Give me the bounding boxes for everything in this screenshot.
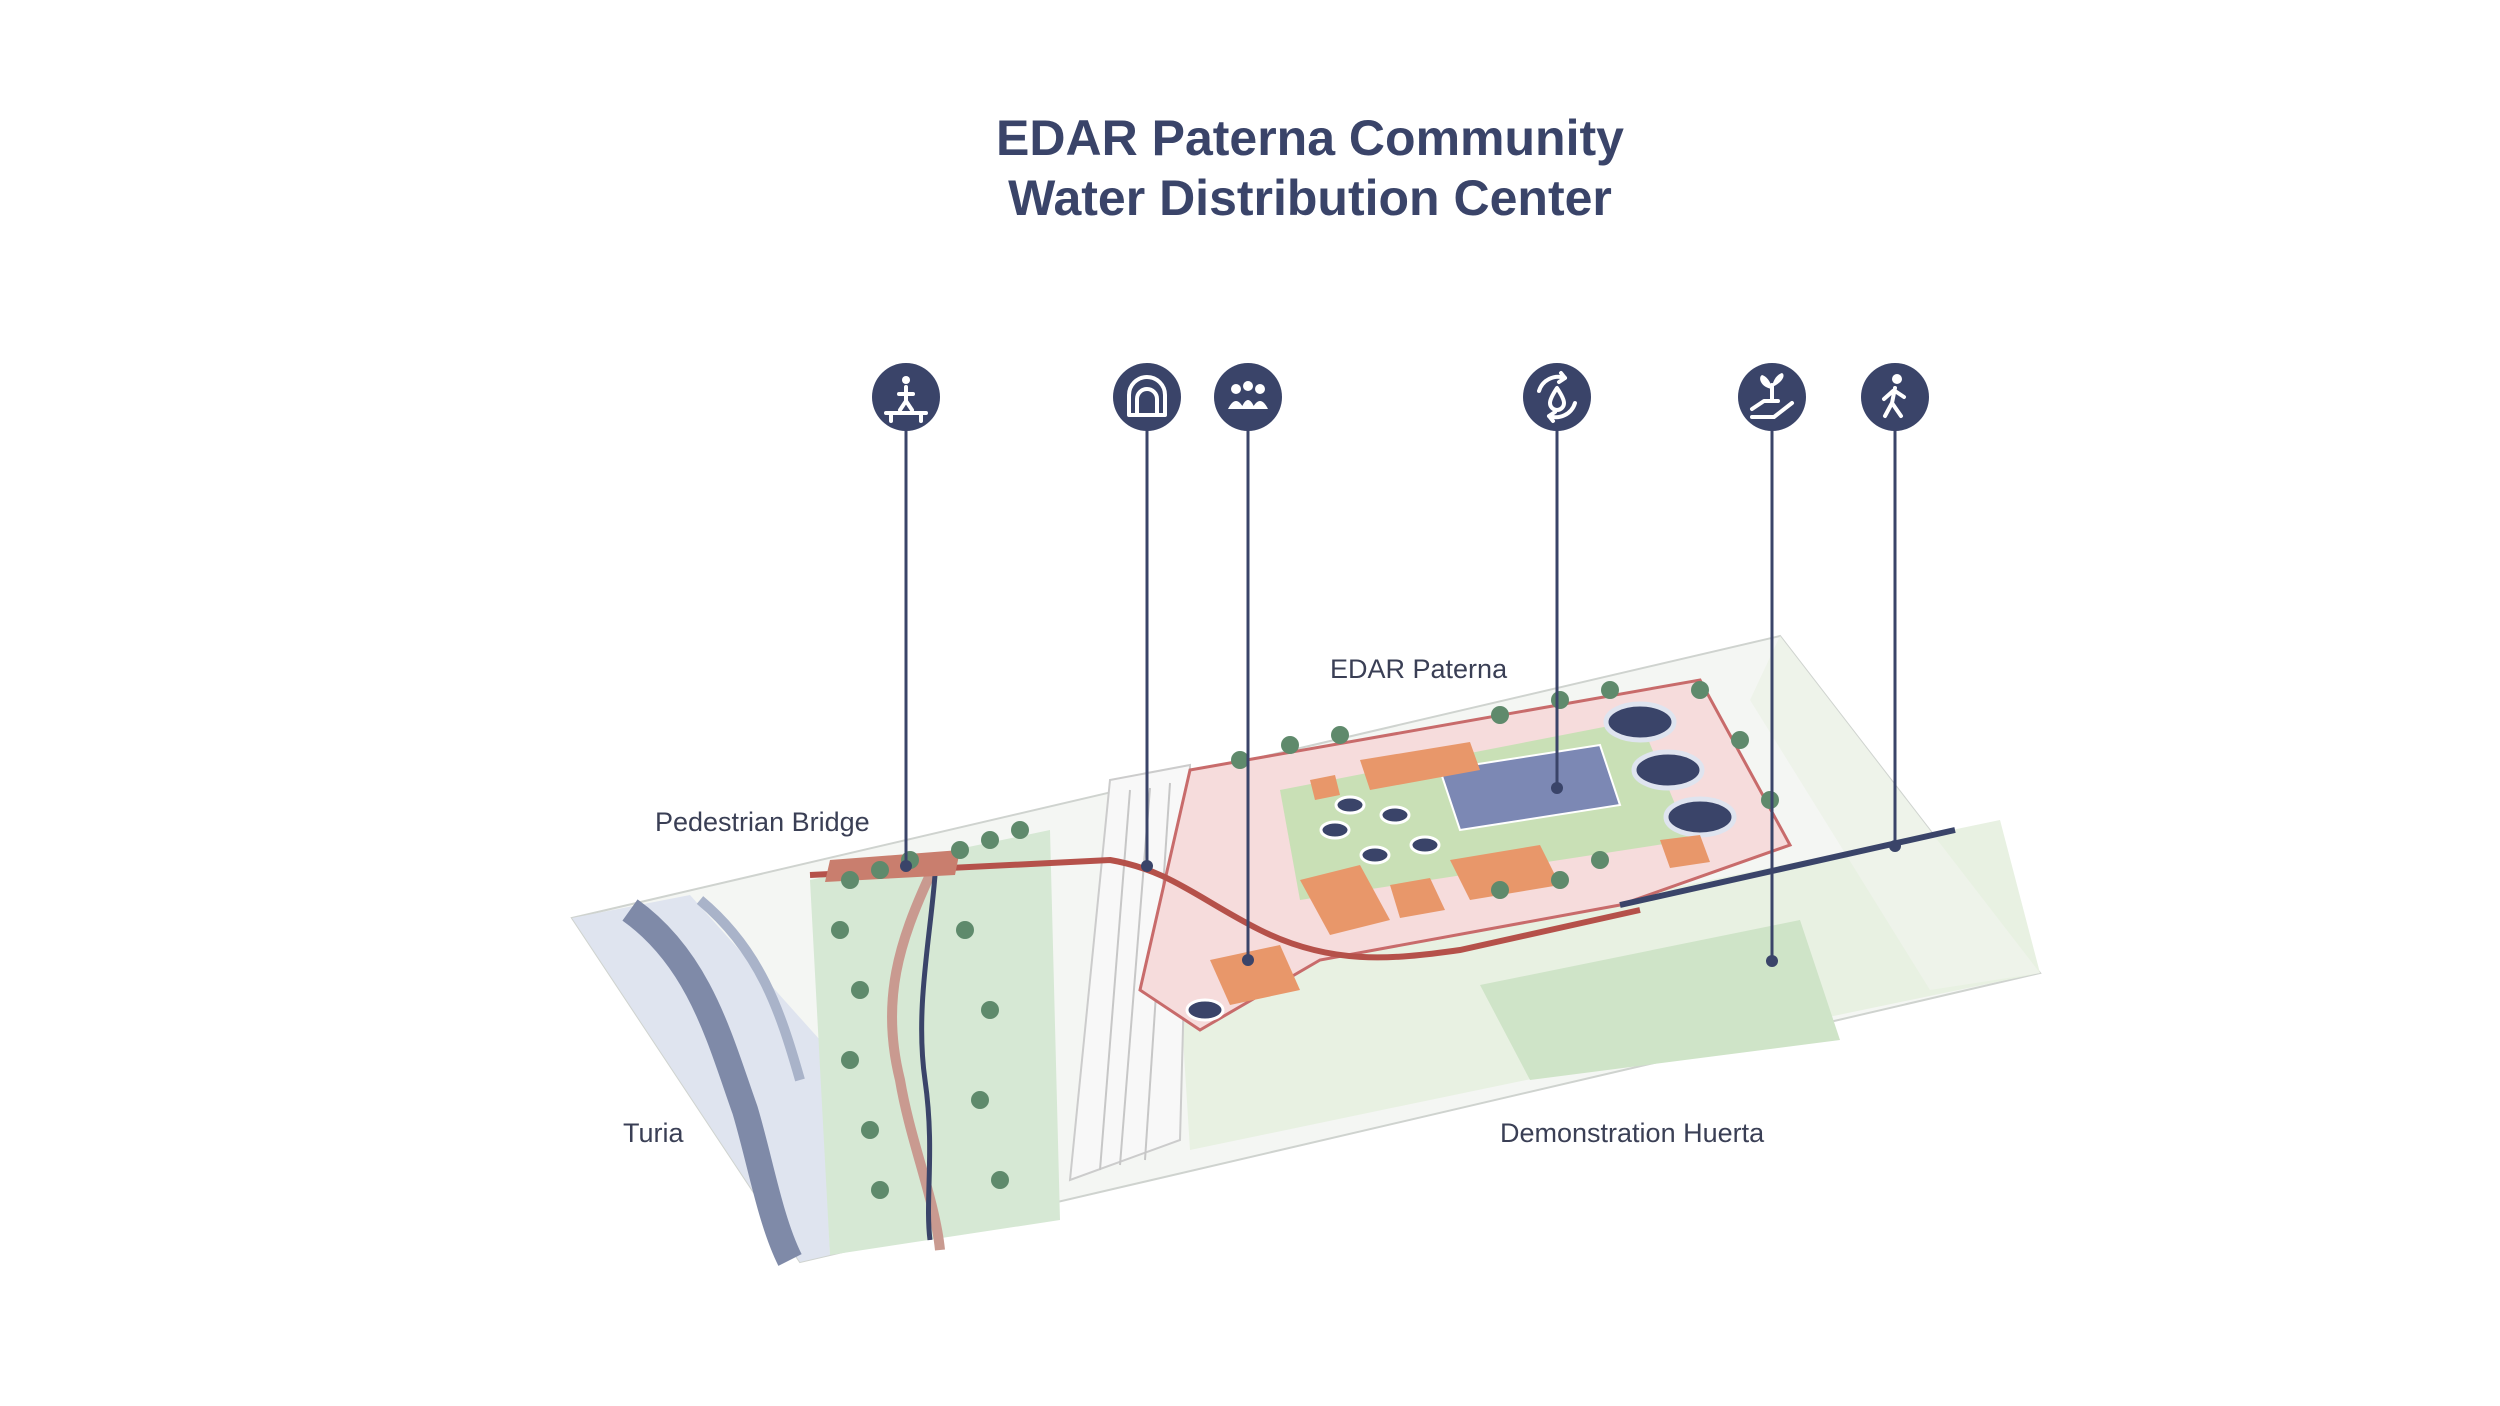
small-tank	[1319, 820, 1351, 840]
title-line-2: Water Distribution Center	[1008, 170, 1612, 226]
clarifier-tank	[1631, 749, 1705, 791]
small-tank	[1409, 835, 1441, 855]
walking-person-icon	[1861, 363, 1929, 431]
railway-corridor	[1068, 763, 1192, 1182]
building	[1310, 775, 1340, 800]
small-tank	[1359, 845, 1391, 865]
leader-endpoints	[900, 782, 1901, 967]
label-edar-paterna: EDAR Paterna	[1330, 654, 1508, 684]
building	[1390, 878, 1445, 918]
title-line-1: EDAR Paterna Community	[996, 110, 1624, 166]
pedestrian-bridge	[825, 850, 960, 882]
riverside-park	[810, 830, 1060, 1255]
solar-array	[1438, 743, 1622, 832]
building	[1210, 945, 1300, 1005]
water-cycle-icon	[1523, 363, 1591, 431]
small-tank	[1334, 795, 1366, 815]
label-pedestrian-bridge: Pedestrian Bridge	[655, 807, 870, 837]
building	[1660, 835, 1710, 868]
small-tank	[1379, 805, 1411, 825]
hand-plant-icon	[1738, 363, 1806, 431]
clarifier-tank	[1603, 701, 1677, 743]
small-tank	[1185, 998, 1225, 1022]
cycle-route	[919, 874, 938, 1241]
pedestrian-path	[809, 856, 1641, 961]
label-demonstration-huerta: Demonstration Huerta	[1500, 1118, 1765, 1148]
clarifier-tank	[1663, 796, 1737, 838]
tree-cluster	[831, 681, 1779, 1199]
building	[1300, 865, 1390, 935]
pedestrian-bridge-icon	[872, 363, 940, 431]
building	[1450, 845, 1560, 900]
leader-lines	[904, 430, 1897, 961]
tunnel-icon	[1113, 363, 1181, 431]
demonstration-huerta-plot	[1480, 920, 1840, 1080]
turia-channel	[622, 899, 802, 1266]
community-icon	[1214, 363, 1282, 431]
building	[1360, 742, 1480, 790]
turia-channel-inner	[696, 896, 805, 1082]
diagram-title: EDAR Paterna Community Water Distributio…	[0, 108, 2500, 228]
label-turia: Turia	[623, 1118, 684, 1148]
